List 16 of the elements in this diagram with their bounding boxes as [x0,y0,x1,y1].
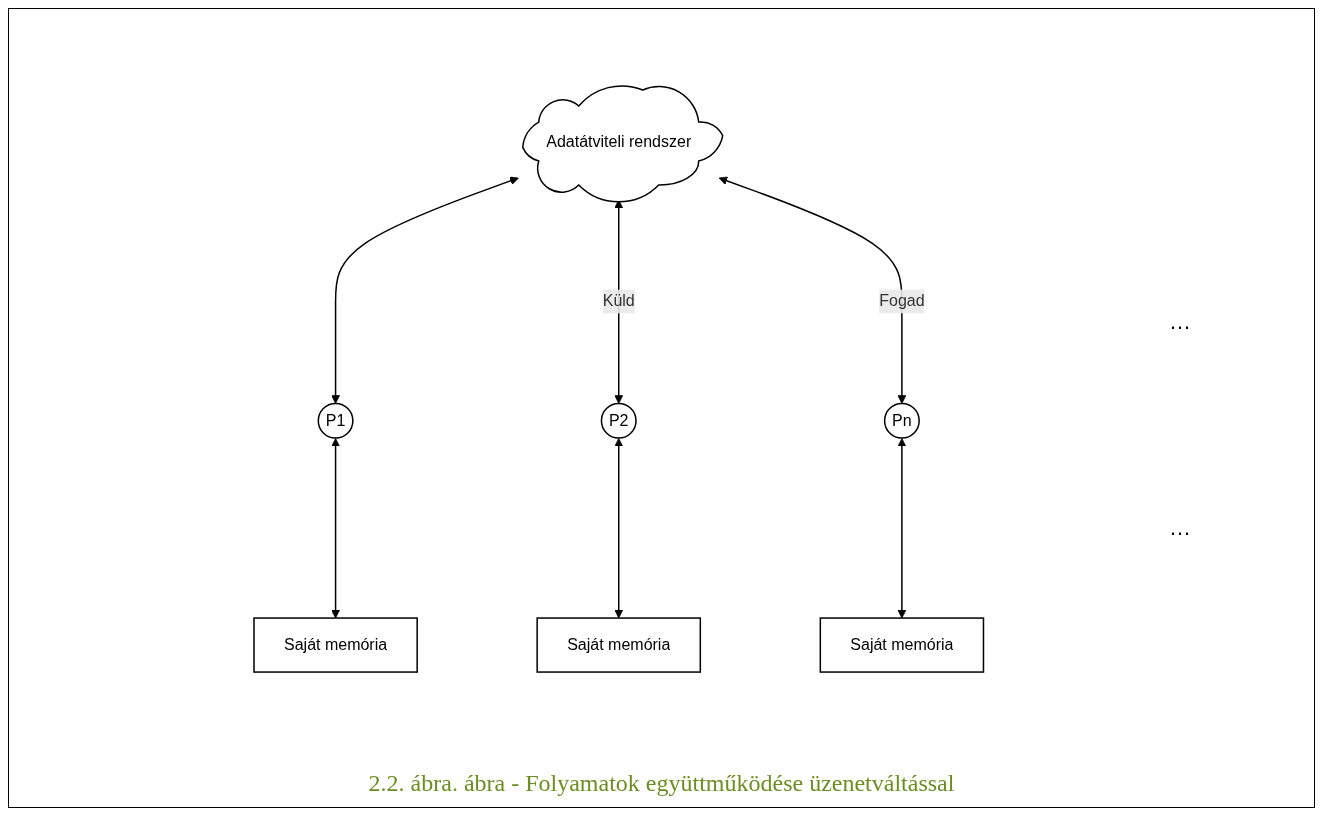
node-box: Saját memória [253,617,419,673]
figure-caption: 2.2. ábra. ábra - Folyamatok együttműködése üzenetváltással [367,770,956,797]
node-circle: Pn [884,402,921,439]
ellipsis-label: … [1169,309,1191,335]
arrow [614,438,624,619]
node-box: Saját memória [819,617,985,673]
arrow [718,176,907,404]
node-box: Saját memória [536,617,702,673]
arrow [897,438,907,619]
edge-label: Fogad [879,292,925,310]
arrow [331,438,341,619]
ellipsis-label: … [1169,515,1191,541]
node-circle: P1 [317,402,354,439]
edge-label: Küld [602,292,636,310]
arrow [331,176,520,404]
node-circle: P2 [600,402,638,439]
